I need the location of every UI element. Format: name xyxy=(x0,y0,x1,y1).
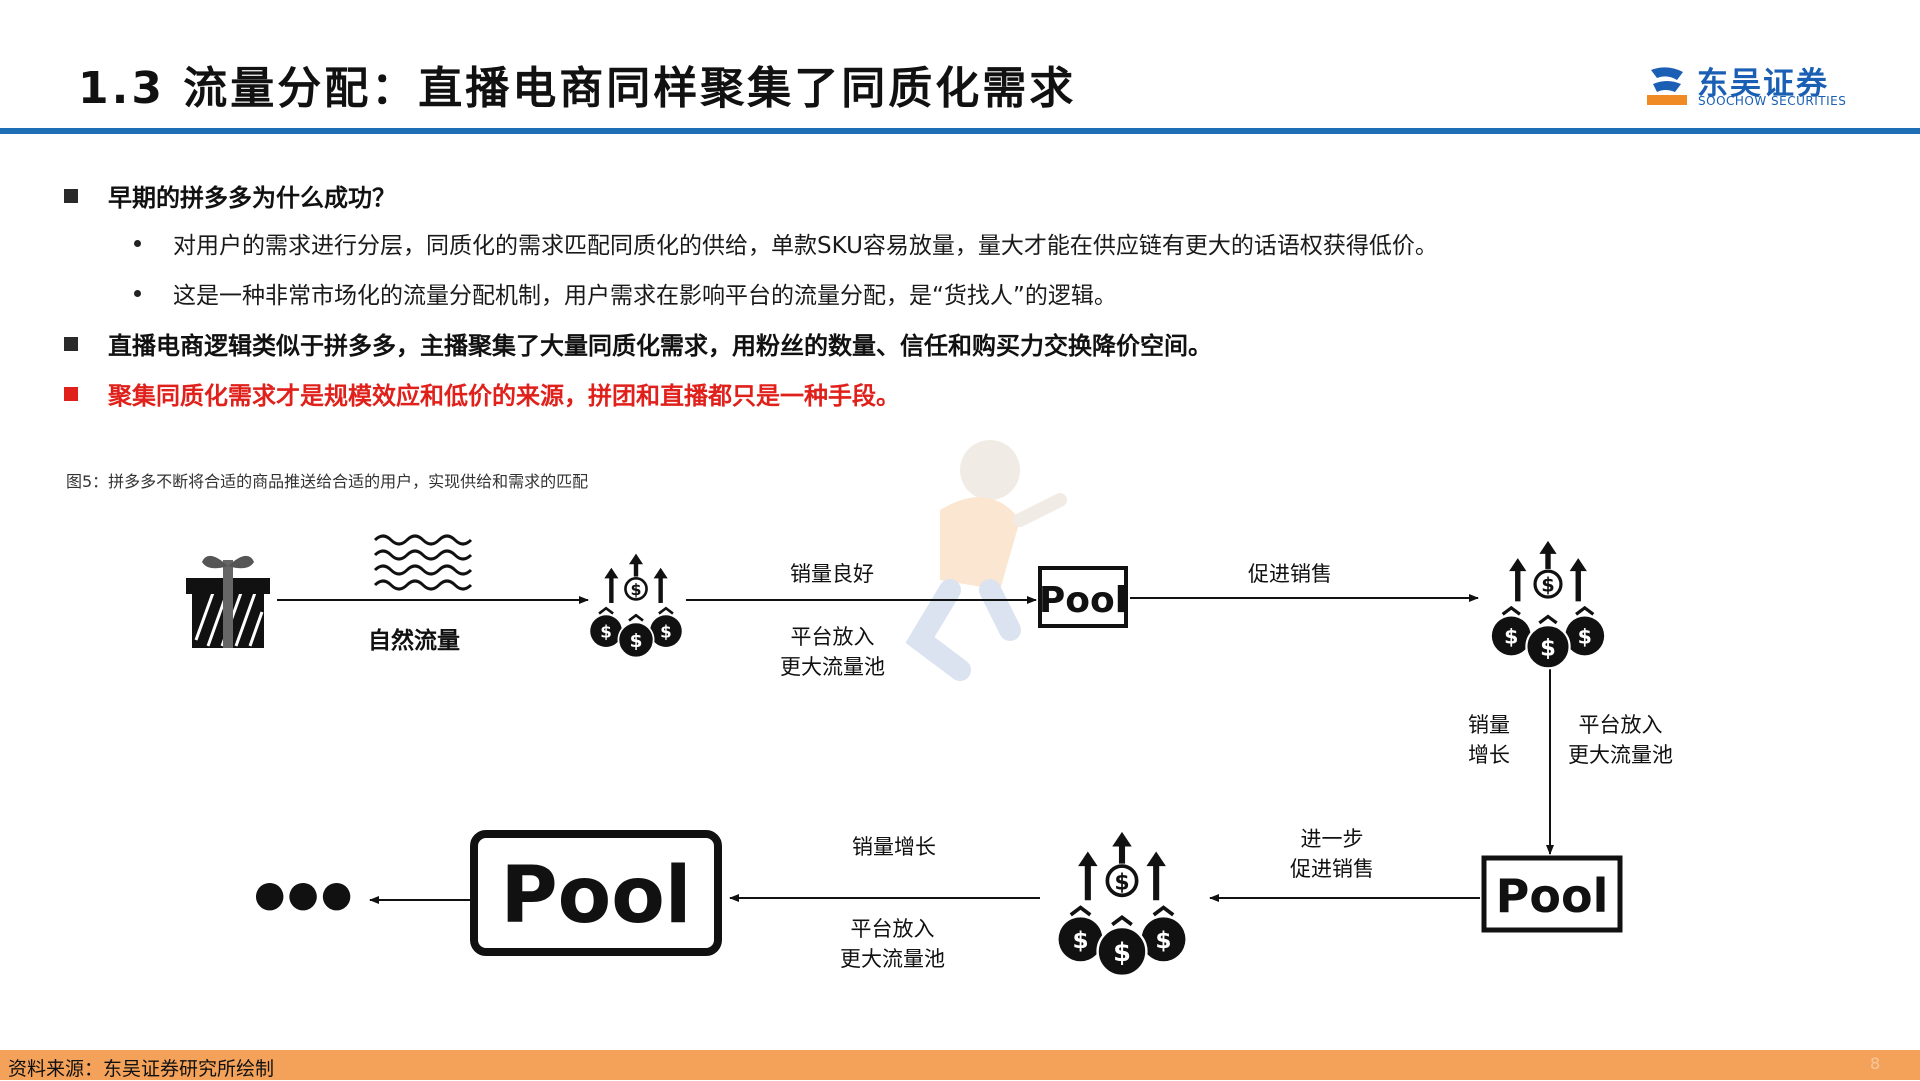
bullet-point-1: 早期的拼多多为什么成功？ xyxy=(64,178,396,213)
sub-bullet-text: 这是一种非常市场化的流量分配机制，用户需求在影响平台的流量分配，是“货找人”的逻… xyxy=(173,283,1117,309)
company-logo: 东吴证券 SOOCHOW SECURITIES xyxy=(1645,60,1850,110)
label-promote-sales: 促进销售 xyxy=(1248,562,1332,586)
dot-bullet-icon xyxy=(134,239,141,247)
label-sales-growth: 销量增长 xyxy=(852,835,936,859)
pool-label: Pool xyxy=(1039,580,1127,621)
logo-text-cn: 东吴证券 xyxy=(1697,66,1829,102)
bullet-point-3-highlight: 聚集同质化需求才是规模效应和低价的来源，拼团和直播都只是一种手段。 xyxy=(64,376,900,411)
bullet-point-2: 直播电商逻辑类似于拼多多，主播聚集了大量同质化需求，用粉丝的数量、信任和购买力交… xyxy=(64,326,1212,361)
pool-label: Pool xyxy=(500,851,691,941)
gift-box-icon xyxy=(186,555,270,648)
dot-bullet-icon xyxy=(134,289,141,297)
footer-bar xyxy=(0,1050,1920,1080)
bullet-text: 聚集同质化需求才是规模效应和低价的来源，拼团和直播都只是一种手段。 xyxy=(108,382,900,410)
sub-bullet-1: 对用户的需求进行分层，同质化的需求匹配同质化的供给，单款SKU容易放量，量大才能… xyxy=(134,226,1438,260)
source-note: 资料来源：东吴证券研究所绘制 xyxy=(8,1058,275,1080)
page-title: 1.3 流量分配：直播电商同样聚集了同质化需求 xyxy=(78,63,1077,114)
square-bullet-icon xyxy=(64,188,78,203)
label-sales-growth-vertical: 销量 增长 xyxy=(1468,713,1510,767)
label-platform-larger-pool-3: 平台放入 更大流量池 xyxy=(840,917,945,971)
pool-box-small-2: Pool xyxy=(1481,855,1623,933)
sub-bullet-text: 对用户的需求进行分层，同质化的需求匹配同质化的供给，单款SKU容易放量，量大才能… xyxy=(173,233,1438,259)
square-bullet-icon xyxy=(64,386,78,401)
header-divider xyxy=(0,128,1920,134)
pool-box-small-1: Pool xyxy=(1038,566,1128,628)
label-further-promote: 进一步 促进销售 xyxy=(1290,827,1374,881)
wave-traffic-icon xyxy=(373,534,473,591)
label-natural-traffic: 自然流量 xyxy=(368,628,460,654)
money-bags-icon xyxy=(590,554,682,658)
bullet-text: 直播电商逻辑类似于拼多多，主播聚集了大量同质化需求，用粉丝的数量、信任和购买力交… xyxy=(108,332,1212,360)
bullet-text: 早期的拼多多为什么成功？ xyxy=(108,184,396,212)
logo-text-en: SOOCHOW SECURITIES xyxy=(1698,94,1847,108)
runner-watermark-icon xyxy=(905,440,1067,681)
figure-caption: 图5：拼多多不断将合适的商品推送给合适的用户，实现供给和需求的匹配 xyxy=(66,472,589,491)
logo-mark-icon xyxy=(1647,67,1687,105)
ellipsis-dots: ●●● xyxy=(254,874,355,915)
label-platform-larger-pool-1: 平台放入 更大流量池 xyxy=(780,625,885,679)
money-bags-icon xyxy=(1492,541,1604,668)
page-number: 8 xyxy=(1870,1054,1881,1073)
square-bullet-icon xyxy=(64,336,78,351)
pool-box-large: Pool xyxy=(470,830,722,956)
label-good-sales: 销量良好 xyxy=(790,562,874,586)
money-bags-icon xyxy=(1059,832,1186,976)
label-platform-larger-pool-2: 平台放入 更大流量池 xyxy=(1568,713,1673,767)
pool-label: Pool xyxy=(1496,869,1609,923)
sub-bullet-2: 这是一种非常市场化的流量分配机制，用户需求在影响平台的流量分配，是“货找人”的逻… xyxy=(134,276,1117,310)
